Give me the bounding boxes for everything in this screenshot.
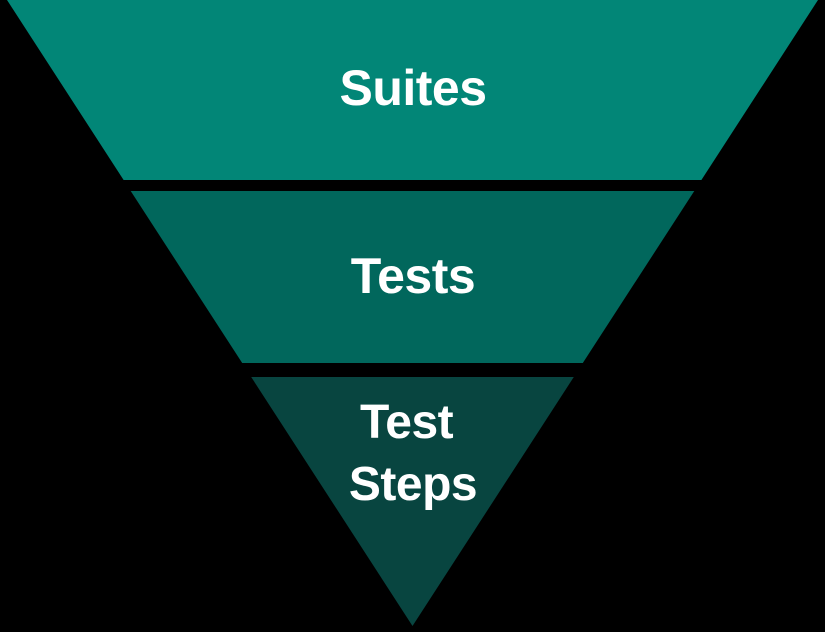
funnel-level-tests-label: Tests	[351, 248, 475, 304]
funnel-level-suites-label: Suites	[339, 60, 486, 116]
test-steps-label-line-2: Steps	[349, 458, 477, 511]
funnel-level-suites-shape	[7, 0, 818, 180]
funnel-level-test-steps-label: Test Steps	[349, 396, 477, 511]
funnel-level-test-steps-shape	[251, 377, 574, 626]
test-steps-label-line-1: Test	[360, 396, 454, 449]
funnel-level-tests-shape	[130, 191, 695, 363]
